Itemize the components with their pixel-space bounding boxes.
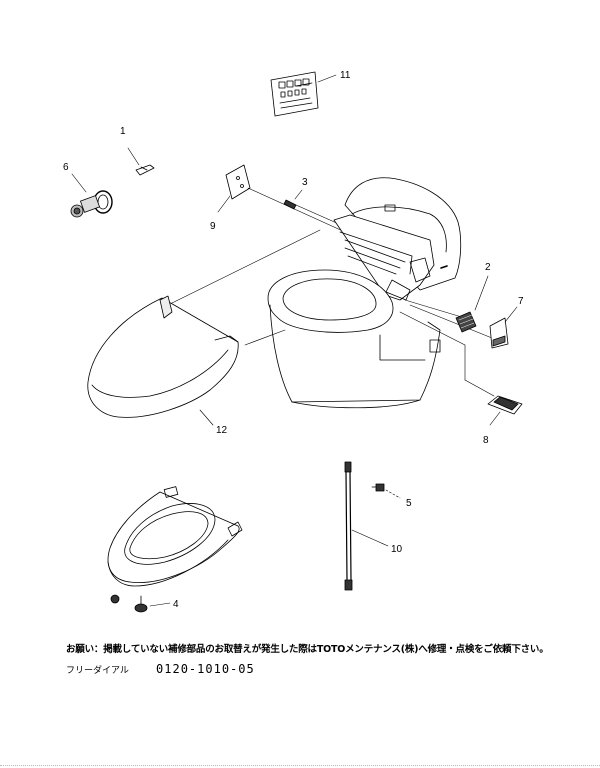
callout-11: 11 [340,70,351,81]
callout-6: 6 [63,162,69,173]
part-12-lid [87,295,239,418]
part-1-lever [135,164,155,176]
callout-1: 1 [120,126,126,137]
freedial-label: フリーダイアル [66,666,129,676]
part-10-supply-hose [344,461,353,591]
part-5-fitting [371,483,385,492]
callout-10: 10 [391,544,403,555]
callout-8: 8 [483,435,489,446]
callout-3: 3 [302,177,308,188]
toilet-main-unit [267,177,462,409]
callout-7: 7 [518,296,524,307]
part-7-cover [489,317,509,349]
freedial-number: 0120-1010-05 [156,662,255,676]
part-8-sensor-plate [487,395,523,415]
toilet-seat [107,486,243,587]
freedial-line: フリーダイアル 0120-1010-05 [66,658,255,677]
callout-labels: 11 1 6 3 9 2 7 12 8 5 10 4 [63,70,524,610]
callout-9: 9 [210,221,216,232]
callout-5: 5 [406,498,412,509]
part-11-remote-control [270,71,319,117]
part-9-bracket [225,164,251,200]
part-2-filter [455,311,477,333]
callout-2: 2 [485,262,491,273]
callout-4: 4 [173,599,179,610]
callout-12: 12 [216,425,228,436]
footer-divider [0,765,600,766]
part-6-valve [70,190,113,218]
part-3-bolt [283,199,297,210]
repair-request-note: お願い：掲載していない補修部品のお取替えが発生した際はTOTOメンテナンス(株)… [66,644,549,655]
part-4-bumpers [110,594,148,613]
